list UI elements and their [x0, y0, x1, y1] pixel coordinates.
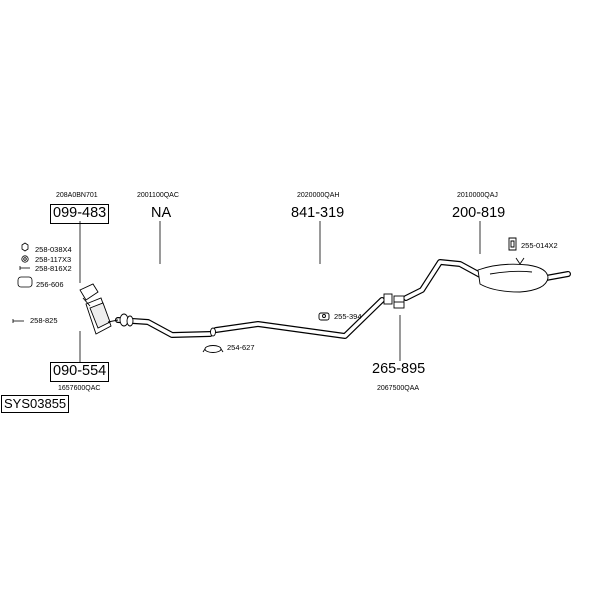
clamp-icon [202, 345, 224, 353]
catalyst-lower-code: 1657600QAC [58, 385, 101, 392]
part-number-middle-box[interactable]: 265-895 [372, 361, 426, 377]
catalyst-drawing [79, 283, 119, 335]
part-number-catalyst-lower[interactable]: 090-554 [50, 362, 110, 382]
part-number-centre-pipe[interactable]: 841-319 [291, 205, 345, 221]
system-code: SYS03855 [1, 395, 70, 413]
fitting-label-washer: 258-117X3 [35, 255, 72, 264]
fitting-label-stud: 258-825 [30, 316, 58, 325]
fitting-label-gasket: 256-606 [36, 280, 64, 289]
fitting-label-nut: 258-038X4 [35, 245, 72, 254]
rubber-mount-icon [318, 312, 330, 321]
rear-silencer-drawing [477, 257, 549, 293]
front-pipe-code: 2001100QAC [137, 192, 179, 199]
middle-box-code: 2067500QAA [377, 385, 420, 392]
part-number-front-pipe[interactable]: NA [151, 205, 172, 221]
centre-pipe-code: 2020000QAH [297, 192, 340, 199]
fitting-label-rubber-mount-rear: 255-014X2 [521, 241, 558, 250]
fitting-label-clamp: 254-627 [227, 343, 255, 352]
joints [119, 293, 405, 337]
leader-lines [79, 221, 481, 362]
gasket-icon [17, 276, 33, 288]
rear-silencer-code: 2010000QAJ [457, 192, 498, 199]
nut-icon [21, 242, 29, 252]
rubber-mount-rear-icon [508, 237, 517, 251]
fittings-icons [12, 242, 33, 323]
fitting-label-bolt: 258-816X2 [35, 264, 72, 273]
part-number-front-catalyst[interactable]: 099-483 [50, 204, 110, 224]
front-catalyst-code: 208A0BN701 [56, 192, 98, 199]
fitting-label-rubber-mount-centre: 255-394 [334, 312, 362, 321]
part-number-rear-silencer[interactable]: 200-819 [452, 205, 506, 221]
